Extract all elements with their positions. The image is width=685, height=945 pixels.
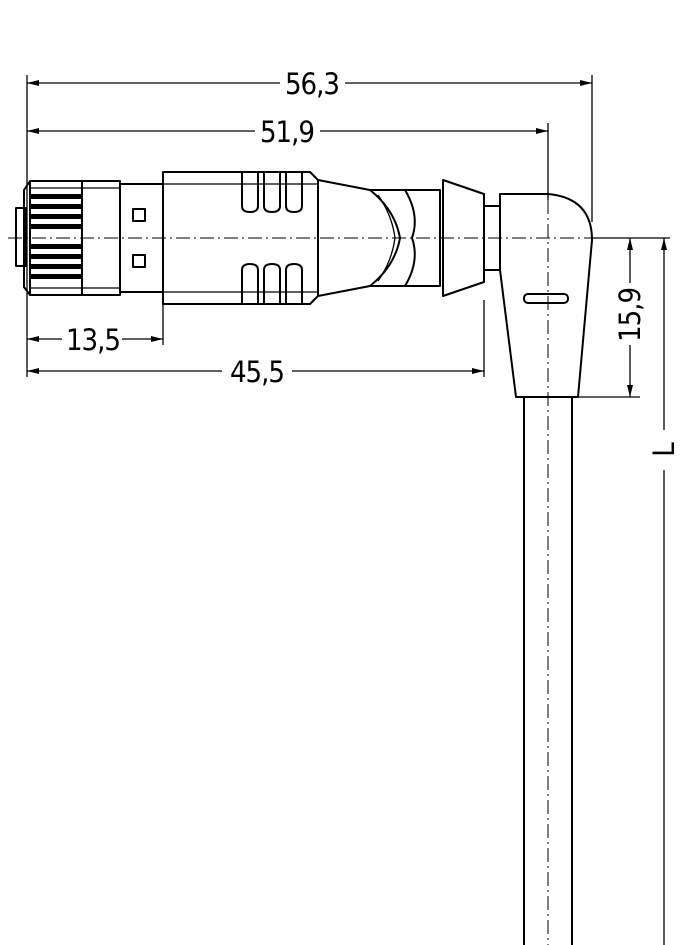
rj45-plug-head: [15, 180, 121, 296]
dimension-overall-length: 56,3: [27, 67, 592, 101]
dimension-to-angle-body: 45,5: [27, 355, 484, 389]
dimension-cable-length-label: L: [647, 442, 681, 457]
angle-body: [483, 193, 593, 398]
dimension-to-angle-body-label: 45,5: [230, 355, 284, 389]
strain-relief: [317, 179, 441, 297]
dimension-plug-length: 13,5: [27, 323, 163, 357]
dimension-to-cable-center-label: 51,9: [260, 115, 314, 149]
dimension-angle-height: 15,9: [613, 238, 647, 397]
extension-lines: [26, 75, 670, 398]
dimension-cable-length: L: [647, 238, 681, 945]
dimension-angle-height-label: 15,9: [613, 288, 647, 342]
dimension-to-cable-center: 51,9: [27, 115, 548, 149]
dimension-overall-length-label: 56,3: [285, 67, 339, 101]
flange: [442, 179, 485, 297]
dimension-plug-length-label: 13,5: [66, 323, 120, 357]
cable: [523, 396, 573, 945]
